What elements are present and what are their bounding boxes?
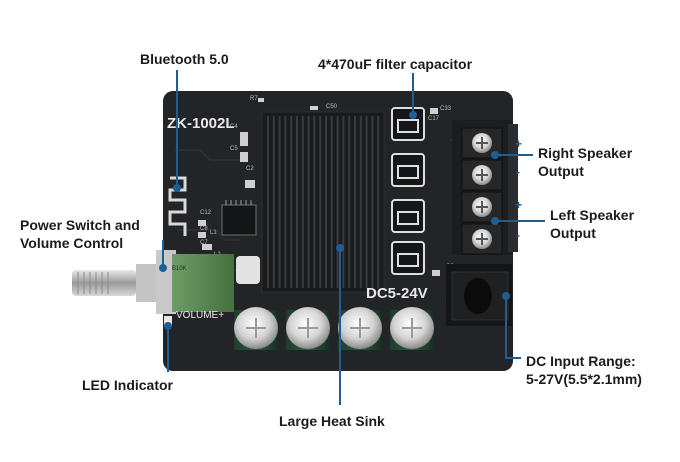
terminal-plus-2: +: [515, 198, 522, 212]
speaker-terminal-block: [452, 120, 518, 255]
pot-print: B10K: [172, 266, 187, 272]
callout-lines: [162, 70, 545, 405]
terminal-minus-2: -: [516, 228, 520, 242]
silkscreen-label: C5: [230, 146, 238, 152]
label-led-indicator: LED Indicator: [82, 377, 174, 393]
terminal-plus-1: +: [515, 137, 522, 151]
silkscreen-label: R7: [250, 96, 258, 102]
label-filter-capacitor: 4*470uF filter capacitor: [318, 56, 473, 72]
terminal-minus-1: -: [516, 165, 520, 179]
callout-dots: [159, 111, 510, 330]
silkscreen-label: C4: [230, 124, 238, 130]
silkscreen-label: C7: [200, 240, 208, 246]
label-left-speaker: Left Speaker Output: [550, 207, 635, 241]
power-print: DC5-24V: [366, 285, 428, 302]
model-print: ZK-1002L: [167, 115, 235, 132]
silkscreen-label: C8: [200, 226, 208, 232]
silkscreen-label: L1: [210, 230, 217, 236]
silkscreen-label: C50: [326, 104, 338, 110]
electrolytic-capacitors: [234, 307, 434, 350]
label-power-switch: Power Switch and Volume Control: [20, 217, 140, 251]
heat-sink: [261, 111, 385, 293]
ic-chip: [221, 204, 257, 236]
silkscreen-label: C17: [428, 116, 440, 122]
led: [164, 316, 172, 326]
silkscreen-label: C12: [200, 210, 212, 216]
label-bluetooth: Bluetooth 5.0: [140, 51, 229, 67]
volume-potentiometer: [72, 250, 260, 314]
dc-jack: [446, 264, 512, 326]
silkscreen-label: C2: [246, 166, 254, 172]
bluetooth-antenna: [168, 176, 187, 236]
label-heat-sink: Large Heat Sink: [279, 413, 385, 429]
label-right-speaker: Right Speaker Output: [538, 145, 633, 179]
filter-capacitors: [391, 107, 425, 275]
silkscreen-label: C33: [440, 106, 452, 112]
label-dc-input: DC Input Range: 5-27V(5.5*2.1mm): [526, 353, 642, 387]
volume-print: VOLUME+: [176, 310, 224, 321]
